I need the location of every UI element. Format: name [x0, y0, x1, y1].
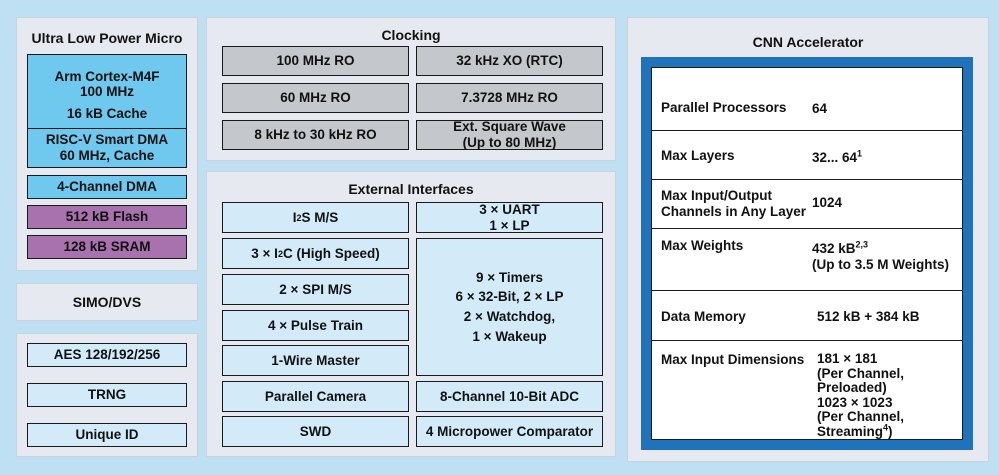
clock-8-30khz-ro: 8 kHz to 30 kHz RO: [222, 120, 409, 150]
aes-block: AES 128/192/256: [27, 343, 187, 367]
mw-sup: 2,3: [855, 239, 869, 250]
ml-sup: 1: [857, 148, 863, 159]
swd-block: SWD: [222, 416, 409, 447]
uart-block: 3 × UART 1 × LP: [416, 202, 603, 233]
cortex-line3: 16 kB Cache: [66, 105, 148, 121]
ml-value-wrap: 32... 641: [812, 148, 863, 166]
uart-line1: 3 × UART: [479, 201, 540, 217]
mid-v4: 1023 × 1023: [817, 394, 893, 410]
riscv-line2: 60 MHz, Cache: [59, 148, 155, 163]
mid-v3: Preloaded): [817, 380, 887, 396]
timers-line1: 9 × Timers: [476, 269, 543, 285]
mw-value2: (Up to 3.5 M Weights): [812, 256, 949, 272]
comparator-block: 4 Micropower Comparator: [416, 416, 603, 447]
dm-label: Data Memory: [661, 309, 746, 324]
mid-value-wrap: 181 × 181 (Per Channel, Preloaded) 1023 …: [817, 351, 905, 439]
cortex-m4f-block: Arm Cortex-M4F 100 MHz 16 kB Cache: [27, 54, 187, 136]
clock-ext-square-wave: Ext. Square Wave (Up to 80 MHz): [416, 119, 603, 150]
mw-label: Max Weights: [661, 238, 744, 253]
timers-block: 9 × Timers 6 × 32-Bit, 2 × LP 2 × Watchd…: [416, 238, 603, 376]
interfaces-title: External Interfaces: [348, 181, 474, 197]
mid-label: Max Input Dimensions: [661, 352, 805, 367]
onewire-block: 1-Wire Master: [222, 345, 409, 376]
security-panel: AES 128/192/256 TRNG Unique ID: [16, 333, 198, 457]
timers-line2: 6 × 32-Bit, 2 × LP: [455, 289, 564, 305]
mid-v2: (Per Channel,: [817, 365, 905, 381]
i2s-main: I: [292, 209, 297, 225]
mid-v6-sup: 4: [883, 422, 889, 433]
trng-block: TRNG: [27, 383, 187, 407]
pp-label: Parallel Processors: [661, 100, 787, 115]
uart-line2: 1 × LP: [489, 217, 530, 233]
riscv-dma-block: RISC-V Smart DMA 60 MHz, Cache: [27, 128, 187, 168]
i2c-pre: 3 × I: [251, 245, 278, 261]
clock-60mhz-ro: 60 MHz RO: [222, 83, 409, 113]
sram-block: 128 kB SRAM: [27, 235, 187, 259]
ch-label1: Max Input/Output: [661, 188, 772, 203]
cnn-frame: Parallel Processors 64 Max Layers 32... …: [641, 57, 973, 450]
ch-value: 1024: [812, 195, 843, 210]
camera-block: Parallel Camera: [222, 381, 409, 412]
clock-32khz-xo: 32 kHz XO (RTC): [416, 46, 603, 76]
clock-100mhz-ro: 100 MHz RO: [222, 46, 409, 76]
cnn-title: CNN Accelerator: [752, 34, 864, 50]
simo-panel: SIMO/DVS: [16, 283, 198, 321]
mid-v6-end: ): [888, 423, 893, 439]
mid-v5: (Per Channel,: [817, 409, 905, 425]
riscv-line1: RISC-V Smart DMA: [45, 132, 169, 148]
cnn-row-parallel-processors: Parallel Processors 64: [652, 68, 962, 131]
cnn-row-max-weights: Max Weights 432 kB2,3 (Up to 3.5 M Weigh…: [652, 229, 962, 291]
cnn-row-max-layers: Max Layers 32... 641: [652, 131, 962, 180]
ext-line2: (Up to 80 MHz): [462, 135, 557, 150]
mid-v6: Streaming: [817, 423, 884, 439]
flash-block: 512 kB Flash: [27, 205, 187, 229]
ch-label-wrap: Max Input/Output Channels in Any Layer: [661, 188, 806, 219]
ext-line1: Ext. Square Wave: [453, 119, 566, 135]
ch-label2: Channels in Any Layer: [661, 203, 807, 219]
i2s-rest: S M/S: [301, 209, 339, 225]
mw-value-wrap: 432 kB2,3 (Up to 3.5 M Weights): [812, 239, 949, 272]
clocking-panel: Clocking 100 MHz RO 32 kHz XO (RTC) 60 M…: [206, 17, 616, 161]
simo-label: SIMO/DVS: [72, 294, 142, 310]
pulse-train-block: 4 × Pulse Train: [222, 310, 409, 341]
ml-label: Max Layers: [661, 148, 735, 163]
cnn-row-max-input-dimensions: Max Input Dimensions 181 × 181 (Per Chan…: [652, 341, 962, 439]
timers-line3: 2 × Watchdog,: [463, 309, 556, 324]
dm-value: 512 kB + 384 kB: [817, 309, 920, 324]
adc-block: 8-Channel 10-Bit ADC: [416, 381, 603, 412]
clocking-title: Clocking: [381, 27, 441, 43]
cortex-line2: 100 MHz: [79, 84, 135, 100]
cnn-spec-table: Parallel Processors 64 Max Layers 32... …: [651, 67, 963, 440]
i2c-rest: C (High Speed): [282, 245, 380, 261]
dma-block: 4-Channel DMA: [27, 175, 187, 199]
ulp-title: Ultra Low Power Micro: [31, 30, 183, 46]
cortex-line1: Arm Cortex-M4F: [54, 68, 160, 84]
cnn-row-channels: Max Input/Output Channels in Any Layer 1…: [652, 180, 962, 229]
pp-value: 64: [812, 101, 828, 116]
ulp-panel: Ultra Low Power Micro Arm Cortex-M4F 100…: [16, 17, 198, 271]
mid-v1: 181 × 181: [817, 351, 878, 366]
ml-value: 32... 64: [812, 150, 858, 165]
unique-id-block: Unique ID: [27, 423, 187, 447]
cnn-row-data-memory: Data Memory 512 kB + 384 kB: [652, 291, 962, 341]
mw-value: 432 kB: [812, 241, 856, 256]
clock-7mhz-ro: 7.3728 MHz RO: [416, 83, 603, 113]
spi-block: 2 × SPI M/S: [222, 274, 409, 305]
timers-line4: 1 × Wakeup: [472, 328, 547, 344]
